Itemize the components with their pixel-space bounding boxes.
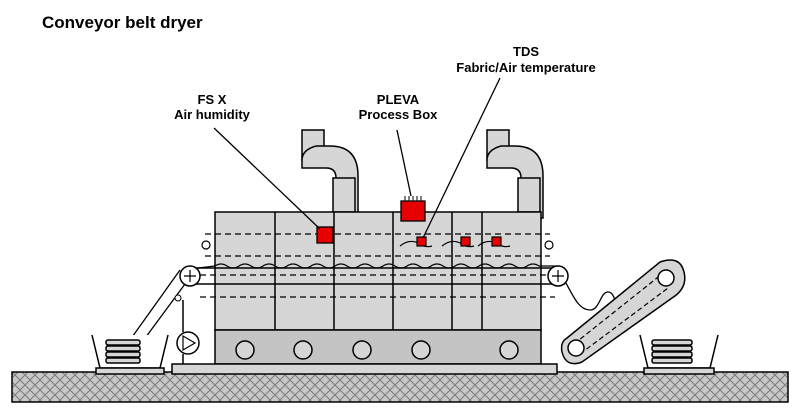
transport-belt — [190, 267, 565, 285]
inlet-bin — [91, 334, 169, 375]
tds-label-desc: Fabric/Air temperature — [456, 60, 595, 75]
dryer-housing — [214, 211, 542, 331]
internal-belt — [200, 233, 555, 298]
exhaust-duct-right — [486, 129, 544, 219]
pleva-label-name: PLEVA — [377, 92, 420, 107]
diagram-title: Conveyor belt dryer — [42, 13, 203, 32]
guide-roller-icon — [201, 240, 554, 250]
floor — [11, 371, 789, 403]
dryer-base — [171, 329, 558, 375]
outlet-bin — [639, 334, 719, 375]
fsx-humidity-sensor — [316, 226, 334, 244]
fsx-label-name: FS X — [198, 92, 227, 107]
fan-icon — [235, 340, 519, 360]
tension-roller-icon — [174, 294, 182, 302]
fsx-label-desc: Air humidity — [174, 107, 251, 122]
pleva-process-box — [400, 196, 426, 222]
exhaust-duct-left — [301, 129, 359, 219]
fabric-inlet — [129, 269, 186, 346]
pleva-label-desc: Process Box — [359, 107, 439, 122]
roller-icon — [179, 265, 569, 287]
tds-temperature-sensors — [399, 236, 511, 248]
pump-icon — [176, 300, 200, 364]
outlet-folding-conveyor — [560, 259, 686, 365]
tds-label-name: TDS — [513, 44, 539, 59]
leader-lines — [213, 77, 501, 239]
